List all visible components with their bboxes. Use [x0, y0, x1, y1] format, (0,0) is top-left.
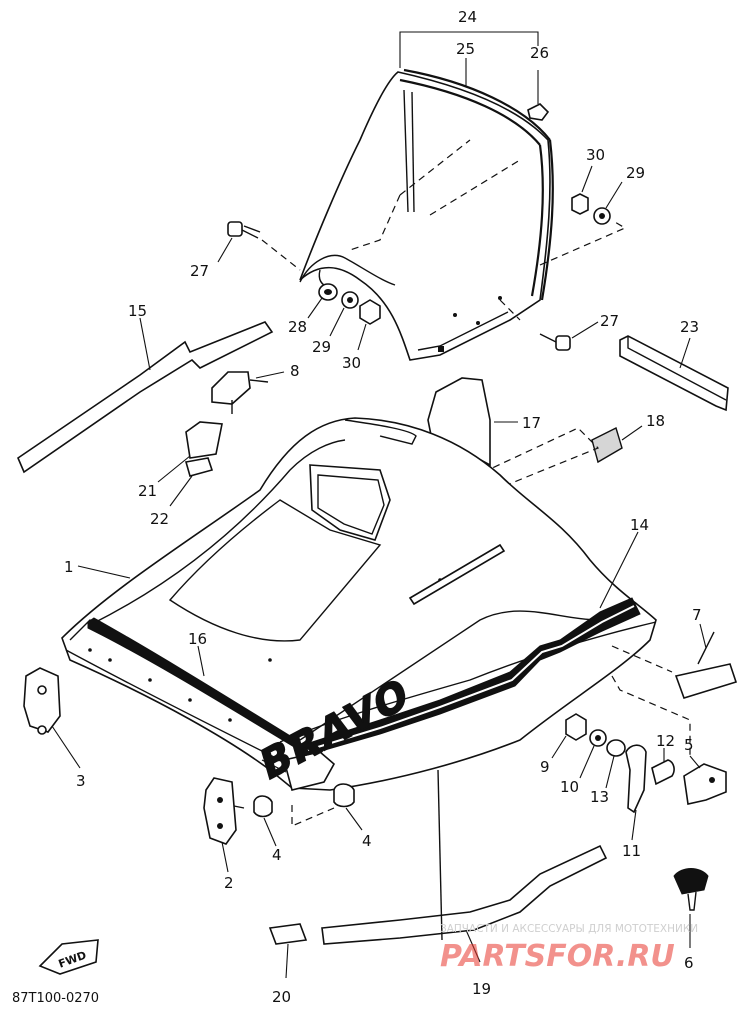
- callout-14: 14: [630, 516, 649, 534]
- callout-29-upper: 29: [626, 164, 645, 182]
- callout-10: 10: [560, 778, 579, 796]
- foam-bar-23: [619, 335, 729, 412]
- callout-29-lower: 29: [312, 338, 331, 356]
- grommet-4-right: [333, 783, 363, 831]
- screw-27-right: [539, 321, 599, 351]
- forward-arrow: FWD: [38, 939, 99, 975]
- mount-bracket-2: [203, 777, 245, 873]
- pin-7: [674, 623, 738, 699]
- callout-30-upper: 30: [586, 146, 605, 164]
- callout-5: 5: [684, 736, 694, 754]
- callout-9: 9: [540, 758, 550, 776]
- callout-19: 19: [472, 980, 491, 998]
- callout-17: 17: [522, 414, 541, 432]
- pad-22: [169, 457, 214, 507]
- front-trim-16: [87, 617, 301, 749]
- grommet-4-left: [253, 795, 277, 847]
- watermark: ЗАПЧАСТИ И АКСЕССУАРЫ ДЛЯ МОТОТЕХНИКИ PA…: [440, 923, 698, 974]
- center-axis-line: [437, 769, 443, 941]
- callout-23: 23: [680, 318, 699, 336]
- callout-16: 16: [188, 630, 207, 648]
- callout-27-right: 27: [600, 312, 619, 330]
- diagram-code: 87T100-0270: [12, 991, 99, 1006]
- callout-24: 24: [458, 8, 477, 26]
- callout-28: 28: [288, 318, 307, 336]
- windshield: [299, 68, 554, 361]
- nut-9: [551, 713, 587, 759]
- latch-hook-5: [683, 755, 727, 805]
- pad-21: [157, 421, 223, 483]
- bumper-end-20: [268, 923, 308, 979]
- leader-24: [399, 31, 539, 68]
- callout-8: 8: [290, 362, 300, 380]
- callout-22: 22: [150, 510, 169, 528]
- bumper-bar-19: [321, 844, 608, 963]
- watermark-line2: PARTSFOR.RU: [440, 939, 675, 974]
- callout-27-left: 27: [190, 262, 209, 280]
- callout-12: 12: [656, 732, 675, 750]
- callout-30-lower: 30: [342, 354, 361, 372]
- emblem-18: [591, 425, 643, 464]
- callout-13: 13: [590, 788, 609, 806]
- callout-26: 26: [530, 44, 549, 62]
- callout-1: 1: [64, 558, 74, 576]
- callout-11: 11: [622, 842, 641, 860]
- callout-20: 20: [272, 988, 291, 1006]
- callout-6: 6: [684, 954, 694, 972]
- nut-30-lower: [357, 299, 381, 351]
- callouts: 24 25 26 30 29 27 27 23 15 28 29 30 8 17…: [64, 8, 702, 1006]
- washer-10: [579, 729, 607, 779]
- latch-arm-11: [625, 744, 647, 841]
- windshield-clip-26: [527, 70, 550, 121]
- washer-29-upper: [593, 181, 623, 225]
- nut-30-upper: [571, 165, 593, 215]
- grommet-28: [307, 283, 338, 319]
- watermark-line1: ЗАПЧАСТИ И АКСЕССУАРЫ ДЛЯ МОТОТЕХНИКИ: [440, 923, 698, 935]
- mount-bracket-3: [23, 667, 81, 769]
- screw-27-left: [217, 221, 261, 263]
- callout-15: 15: [128, 302, 147, 320]
- callout-3: 3: [76, 772, 86, 790]
- callout-25: 25: [456, 40, 475, 58]
- callout-7: 7: [692, 606, 702, 624]
- bracket-8: [211, 371, 285, 414]
- washer-29-lower: [329, 291, 359, 337]
- washer-13: [605, 739, 626, 789]
- side-decal-14: [299, 531, 641, 757]
- pin-12: [651, 748, 675, 786]
- callout-4-right: 4: [362, 832, 372, 850]
- callout-21: 21: [138, 482, 157, 500]
- knob-6: [673, 868, 709, 948]
- callout-4-left: 4: [272, 846, 282, 864]
- callout-18: 18: [646, 412, 665, 430]
- callout-2: 2: [224, 874, 234, 892]
- side-strip-15: [17, 317, 274, 474]
